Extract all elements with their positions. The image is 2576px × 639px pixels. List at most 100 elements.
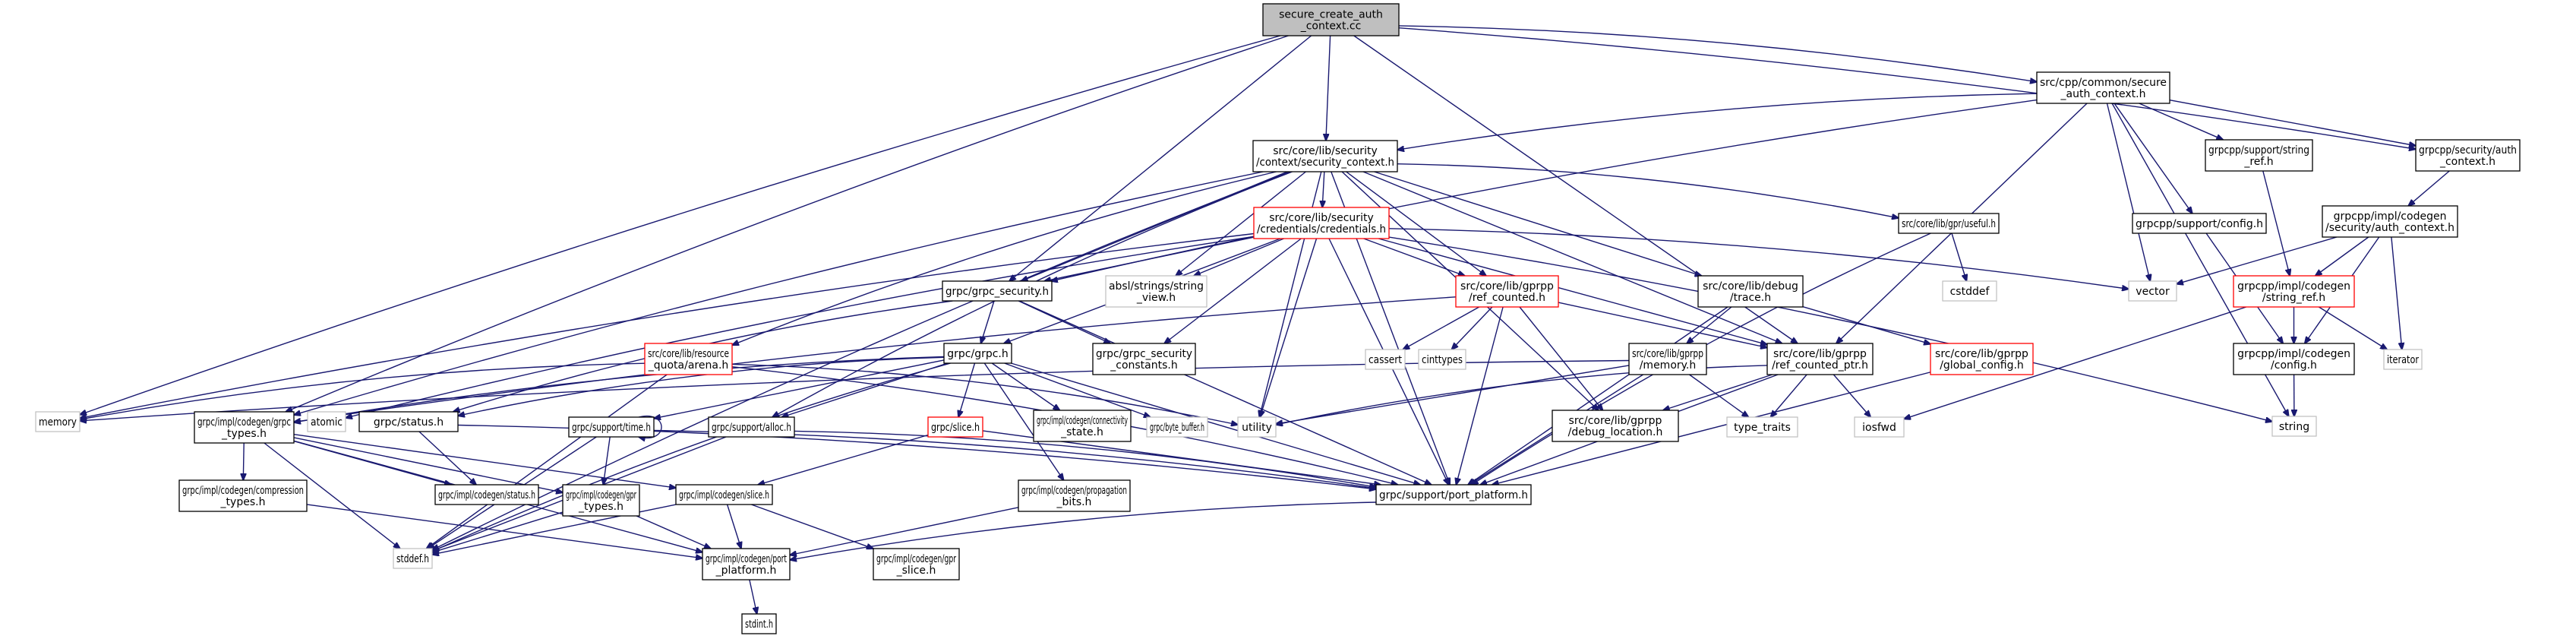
graph-node[interactable]: src/core/lib/debug/trace.h xyxy=(1697,275,1804,308)
node-box xyxy=(873,548,960,580)
graph-node[interactable]: grpc/impl/codegen/status.h xyxy=(434,484,539,505)
graph-node[interactable]: grpc/impl/codegen/propagation_bits.h xyxy=(1018,479,1131,512)
edge-codegen_port_platform_h-to-stdint_h xyxy=(749,579,757,614)
node-label: grpc/slice.h xyxy=(931,422,980,434)
node-box xyxy=(2233,275,2355,308)
node-label: /string_ref.h xyxy=(2262,292,2325,304)
node-label: _types.h xyxy=(221,428,267,440)
graph-node[interactable]: vector xyxy=(2128,280,2177,302)
graph-node[interactable]: memory xyxy=(35,411,80,432)
node-box xyxy=(644,343,733,375)
graph-node[interactable]: src/core/lib/resource_quota/arena.h xyxy=(644,343,733,375)
edge-trace_h-to-memory_h xyxy=(1687,306,1732,343)
graph-node[interactable]: grpc/support/port_platform.h xyxy=(1375,484,1532,505)
graph-node[interactable]: src/core/lib/gprpp/ref_counted_ptr.h xyxy=(1766,343,1874,375)
graph-node[interactable]: src/core/lib/gpr/useful.h xyxy=(1898,213,2000,234)
edge-ref_counted_h-to-ref_counted_ptr_h xyxy=(1558,302,1767,347)
edge-grpc_security_h-to-grpc_security_constants_h xyxy=(1018,300,1110,343)
graph-node[interactable]: grpcpp/support/config.h xyxy=(2132,213,2267,234)
node-label: grpc/grpc_security xyxy=(1096,348,1192,360)
graph-node[interactable]: atomic xyxy=(307,411,346,432)
nodes-layer: secure_create_auth_context.cc src/cpp/com… xyxy=(35,3,2521,634)
graph-node[interactable]: grpc/status.h xyxy=(358,411,459,432)
graph-node[interactable]: iosfwd xyxy=(1854,416,1905,438)
graph-node[interactable]: src/core/lib/security/context/security_c… xyxy=(1252,140,1398,172)
graph-node[interactable]: src/core/lib/security/credentials/creden… xyxy=(1253,207,1390,239)
graph-node[interactable]: cinttypes xyxy=(1418,349,1466,370)
node-label: /config.h xyxy=(2271,359,2317,372)
edge-grpc_h-to-stddef_h xyxy=(432,362,951,552)
edge-ref_counted_h-to-cinttypes xyxy=(1451,306,1493,350)
edge-string_ref_h-to-iterator xyxy=(2319,306,2387,350)
node-box xyxy=(1033,410,1132,442)
node-box xyxy=(35,411,80,432)
graph-node[interactable]: string xyxy=(2271,416,2317,437)
graph-node[interactable]: src/core/lib/gprpp/debug_location.h xyxy=(1552,410,1679,442)
graph-node[interactable]: grpc/grpc_security_constants.h xyxy=(1092,343,1196,375)
graph-node[interactable]: cassert xyxy=(1365,349,1406,370)
graph-node[interactable]: src/core/lib/gprpp/memory.h xyxy=(1628,343,1707,375)
edge-grpc_h-to-connectivity_state_h xyxy=(991,362,1059,410)
node-label: grpc/impl/codegen/grpc xyxy=(197,416,291,429)
graph-node[interactable]: grpc/byte_buffer.h xyxy=(1146,416,1208,438)
graph-node[interactable]: iterator xyxy=(2383,349,2423,370)
edge-secure_auth_context_h-to-vector xyxy=(2106,103,2151,281)
graph-node[interactable]: grpc/impl/codegen/grpc_types.h xyxy=(194,411,295,444)
node-label: _view.h xyxy=(1136,292,1176,304)
graph-node[interactable]: grpc/grpc_security.h xyxy=(942,280,1053,302)
graph-node[interactable]: grpc/support/alloc.h xyxy=(708,416,795,438)
graph-node[interactable]: grpc/support/time.h xyxy=(568,416,655,438)
edge-security_context_h-to-trace_h xyxy=(1374,171,1702,276)
node-label: _slice.h xyxy=(896,565,936,577)
edge-security_context_h-to-string_view_h xyxy=(1176,171,1306,276)
node-box xyxy=(1252,140,1398,172)
graph-node[interactable]: type_traits xyxy=(1726,416,1798,438)
node-label: _auth_context.h xyxy=(2060,88,2146,100)
graph-node[interactable]: grpcpp/support/string_ref.h xyxy=(2205,139,2313,172)
edge-ref_counted_ptr_h-to-type_traits xyxy=(1771,374,1807,417)
node-label: iosfwd xyxy=(1862,422,1896,434)
graph-node[interactable]: grpc/impl/codegen/slice.h xyxy=(675,484,773,505)
graph-node[interactable]: grpc/impl/codegen/compression_types.h xyxy=(178,479,308,512)
graph-node[interactable]: grpc/grpc.h xyxy=(943,343,1012,364)
graph-node[interactable]: grpc/impl/codegen/gpr_types.h xyxy=(562,484,640,517)
node-box xyxy=(1854,416,1905,438)
node-label: grpc/grpc_security.h xyxy=(945,286,1049,298)
node-box xyxy=(741,613,777,634)
graph-node[interactable]: stddef.h xyxy=(393,548,433,569)
edge-credentials_h-to-memory xyxy=(80,233,1255,419)
edge-root-to-grpc_types_h xyxy=(286,35,1289,412)
edge-grpc_h-to-grpc_types_h xyxy=(294,356,945,422)
graph-node[interactable]: grpcpp/impl/codegen/config.h xyxy=(2233,343,2355,375)
node-box xyxy=(393,548,433,569)
node-label: grpc/impl/codegen/gpr xyxy=(876,553,956,565)
graph-node[interactable]: grpc/slice.h xyxy=(927,416,983,438)
edges-layer xyxy=(80,25,2450,614)
graph-node[interactable]: grpcpp/security/auth_context.h xyxy=(2415,139,2521,172)
node-box xyxy=(358,411,459,432)
node-label: cinttypes xyxy=(1422,354,1463,366)
graph-node[interactable]: stdint.h xyxy=(741,613,777,634)
node-box xyxy=(2205,139,2313,172)
graph-node[interactable]: grpc/impl/codegen/gpr_slice.h xyxy=(873,548,960,580)
graph-node[interactable]: grpcpp/impl/codegen/string_ref.h xyxy=(2233,275,2355,308)
node-box xyxy=(1262,3,1400,36)
graph-node[interactable]: cstddef xyxy=(1942,280,1997,302)
graph-node[interactable]: grpc/impl/codegen/connectivity_state.h xyxy=(1033,410,1132,442)
graph-node[interactable]: grpc/impl/codegen/port_platform.h xyxy=(702,548,791,580)
edge-gpr_types_h-to-stddef_h xyxy=(432,511,564,552)
root-file-node: secure_create_auth_context.cc xyxy=(1262,3,1400,36)
node-label: absl/strings/string xyxy=(1109,280,1204,293)
edge-credentials_h-to-string xyxy=(1388,236,2272,422)
node-box xyxy=(178,479,308,512)
node-box xyxy=(1766,343,1874,375)
node-label: _context.h xyxy=(2439,156,2496,168)
graph-node[interactable]: grpcpp/impl/codegen/security/auth_contex… xyxy=(2322,205,2458,238)
graph-node[interactable]: src/core/lib/gprpp/global_config.h xyxy=(1930,343,2034,375)
graph-node[interactable]: src/cpp/common/secure_auth_context.h xyxy=(2036,71,2170,104)
node-label: _bits.h xyxy=(1056,496,1092,508)
edge-grpcpp_support_string_ref_h-to-string_ref_h xyxy=(2262,170,2290,276)
graph-node[interactable]: absl/strings/string_view.h xyxy=(1105,275,1208,308)
graph-node[interactable]: utility xyxy=(1237,416,1277,438)
graph-node[interactable]: src/core/lib/gprpp/ref_counted.h xyxy=(1455,275,1559,308)
